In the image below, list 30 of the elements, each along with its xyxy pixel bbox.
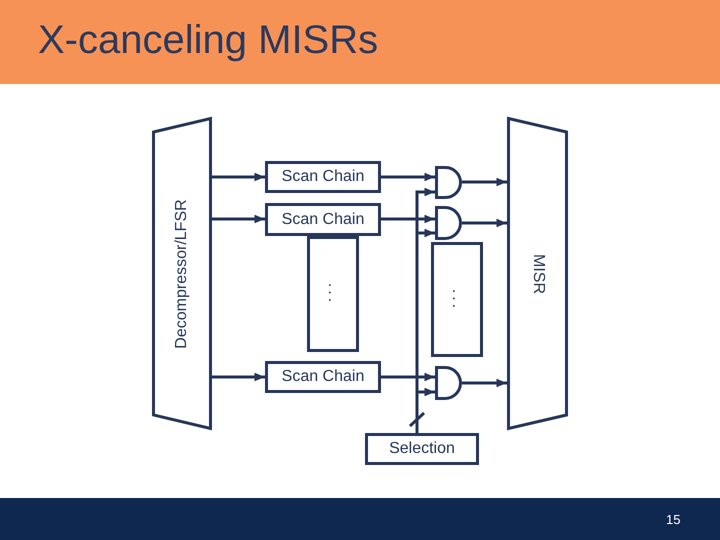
arrow (381, 214, 435, 224)
ellipsis-text: ... (324, 282, 342, 306)
slide-title: X-canceling MISRs (38, 18, 378, 63)
arrow (381, 372, 435, 382)
and-gate (435, 366, 462, 400)
ellipsis-text: ... (448, 288, 466, 311)
ellipsis-box (431, 242, 483, 357)
node-label: Selection (389, 440, 455, 458)
scan-chain-box (265, 161, 381, 193)
arrow (212, 172, 265, 182)
node-label: Scan Chain (282, 168, 364, 186)
ellipsis-box (307, 236, 359, 352)
decompressor-block (152, 117, 212, 430)
and-gate (435, 206, 462, 240)
arrow (381, 172, 435, 182)
block-label: MISR (528, 254, 546, 294)
scan-chain-box (265, 361, 381, 393)
block-label: Decompressor/LFSR (173, 198, 191, 348)
node-label: Scan Chain (282, 210, 364, 228)
arrow (212, 214, 265, 224)
page-number: 15 (666, 512, 680, 527)
arrow (462, 178, 507, 186)
selection-box (365, 433, 479, 465)
arrow (212, 372, 265, 382)
node-label: Scan Chain (282, 368, 364, 386)
and-gate (435, 166, 462, 199)
arrow (462, 378, 507, 388)
scan-chain-box (265, 203, 381, 236)
misr-block (507, 117, 568, 430)
arrow (462, 218, 507, 228)
